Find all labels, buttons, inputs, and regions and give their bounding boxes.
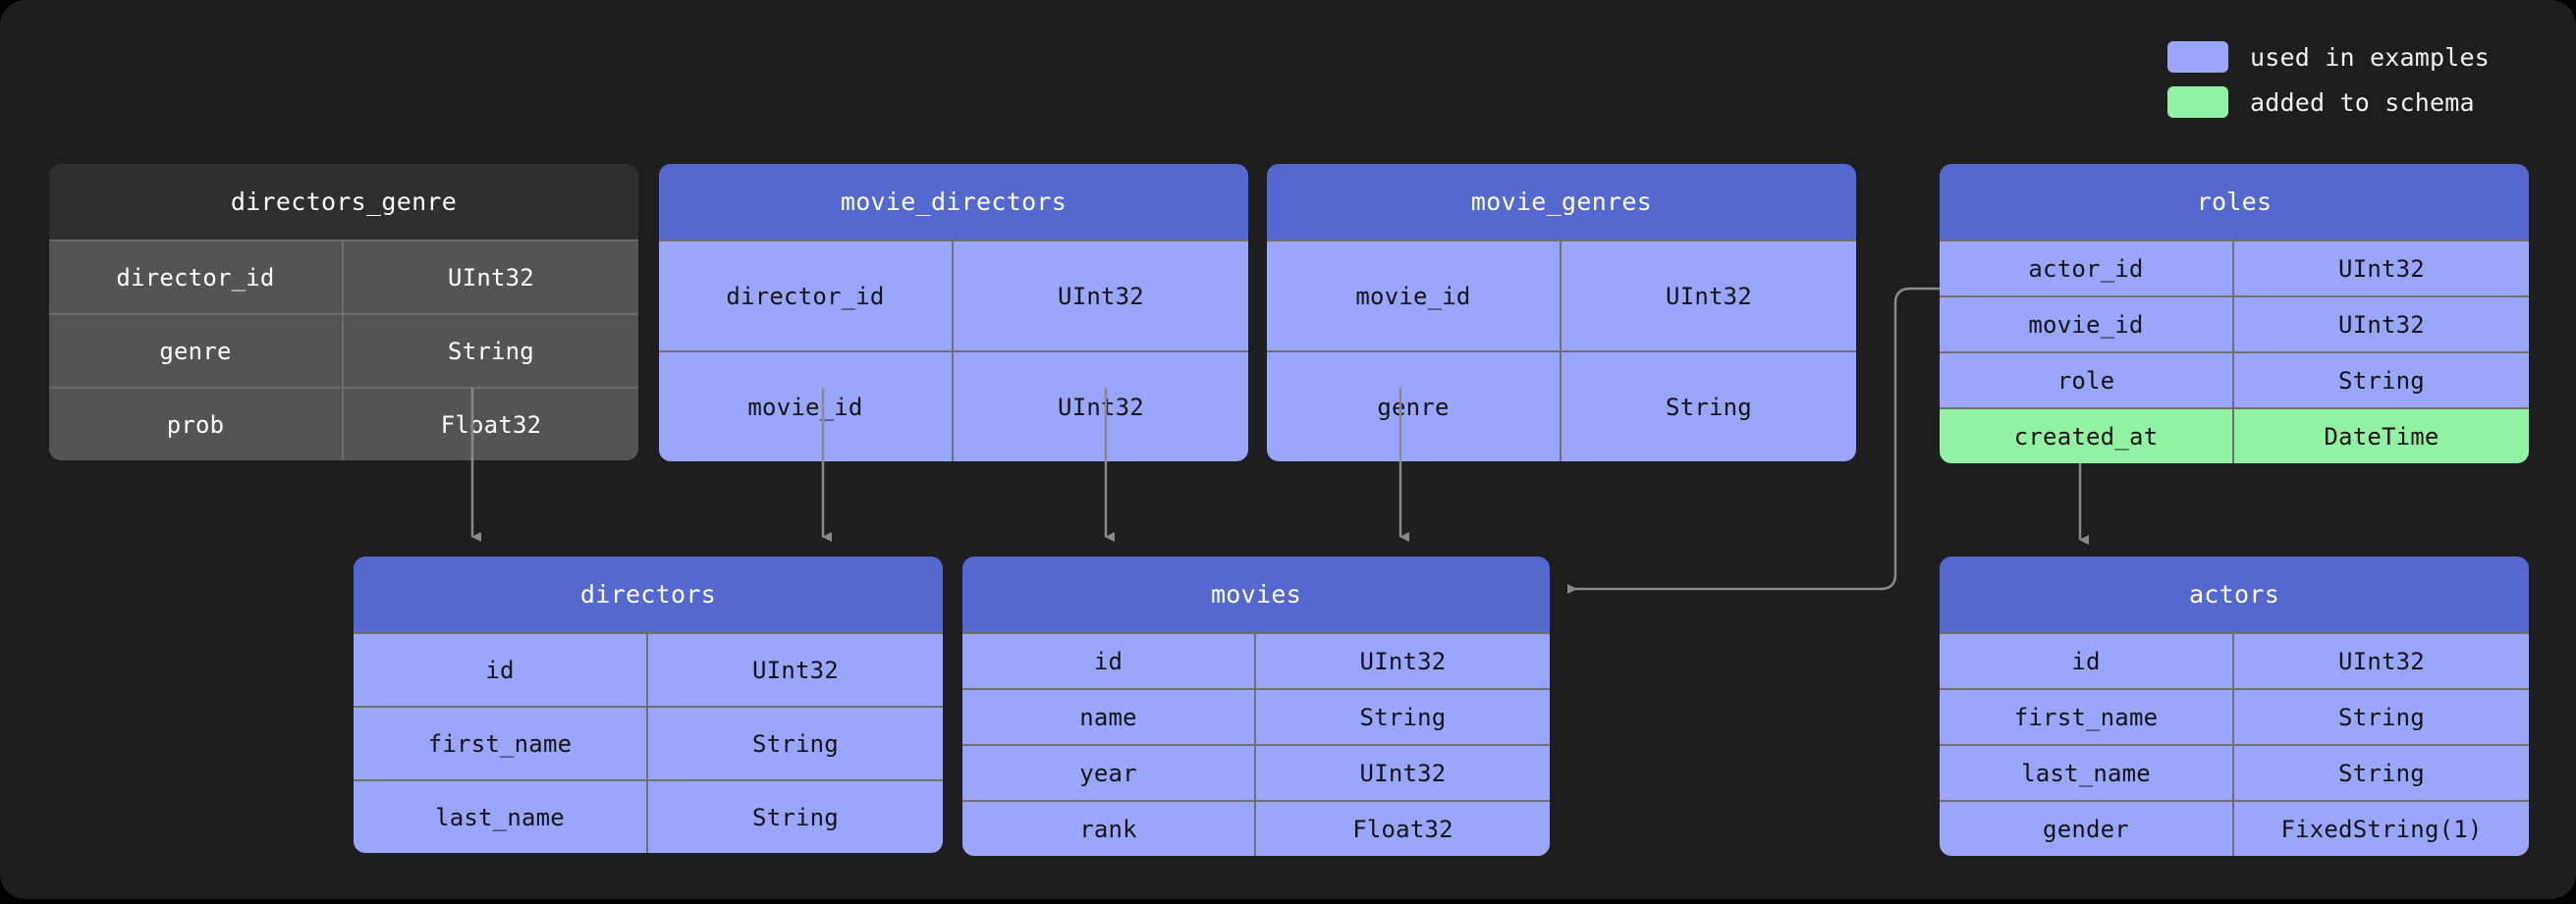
table-row[interactable]: actor_id UInt32 — [1940, 239, 2529, 295]
table-title-roles: roles — [1940, 164, 2529, 239]
table-row[interactable]: director_id UInt32 — [49, 239, 638, 313]
column-name: created_at — [1940, 409, 2234, 463]
table-row[interactable]: year UInt32 — [962, 744, 1550, 800]
column-type: DateTime — [2234, 409, 2529, 463]
column-name: id — [962, 634, 1256, 688]
table-movies[interactable]: movies id UInt32 name String year UInt32… — [962, 557, 1550, 856]
table-row[interactable]: name String — [962, 688, 1550, 744]
table-row[interactable]: id UInt32 — [962, 632, 1550, 688]
column-name: last_name — [1940, 746, 2234, 800]
legend-swatch-green-icon — [2166, 86, 2228, 118]
table-row[interactable]: gender FixedString(1) — [1940, 800, 2529, 856]
clipped-bottom-content — [0, 899, 2576, 904]
column-name: year — [962, 746, 1256, 800]
table-row[interactable]: last_name String — [354, 779, 943, 853]
table-row[interactable]: movie_id UInt32 — [1940, 295, 2529, 351]
column-type: Float32 — [1256, 802, 1550, 856]
legend-item-added-to-schema: added to schema — [2166, 86, 2475, 118]
table-row[interactable]: rank Float32 — [962, 800, 1550, 856]
table-row[interactable]: id UInt32 — [1940, 632, 2529, 688]
column-name: first_name — [1940, 690, 2234, 744]
column-name: first_name — [354, 708, 648, 779]
column-type: String — [2234, 746, 2529, 800]
column-type: Float32 — [344, 389, 638, 460]
table-row[interactable]: id UInt32 — [354, 632, 943, 706]
table-row[interactable]: director_id UInt32 — [659, 239, 1248, 350]
legend-label-added-to-schema: added to schema — [2249, 87, 2475, 117]
legend-swatch-blue-icon — [2166, 41, 2228, 73]
column-type: UInt32 — [2234, 297, 2529, 351]
column-type: UInt32 — [344, 241, 638, 313]
table-directors[interactable]: directors id UInt32 first_name String la… — [354, 557, 943, 853]
column-type: String — [2234, 353, 2529, 407]
table-title-movies: movies — [962, 557, 1550, 632]
column-name: gender — [1940, 802, 2234, 856]
column-name: movie_id — [659, 352, 954, 461]
column-type: FixedString(1) — [2234, 802, 2529, 856]
column-name: rank — [962, 802, 1256, 856]
table-row[interactable]: prob Float32 — [49, 387, 638, 460]
table-row[interactable]: movie_id UInt32 — [659, 350, 1248, 461]
column-type: String — [2234, 690, 2529, 744]
table-row-added[interactable]: created_at DateTime — [1940, 407, 2529, 463]
column-name: id — [354, 634, 648, 706]
column-type: UInt32 — [1256, 634, 1550, 688]
table-row[interactable]: role String — [1940, 351, 2529, 407]
column-type: UInt32 — [2234, 634, 2529, 688]
table-row[interactable]: movie_id UInt32 — [1267, 239, 1856, 350]
column-name: genre — [1267, 352, 1562, 461]
clipped-text-sliver — [383, 899, 394, 903]
table-row[interactable]: first_name String — [1940, 688, 2529, 744]
column-type: UInt32 — [954, 352, 1248, 461]
table-title-actors: actors — [1940, 557, 2529, 632]
column-type: String — [648, 708, 943, 779]
column-type: UInt32 — [648, 634, 943, 706]
table-row[interactable]: genre String — [1267, 350, 1856, 461]
table-title-movie-genres: movie_genres — [1267, 164, 1856, 239]
table-directors-genre[interactable]: directors_genre director_id UInt32 genre… — [49, 164, 638, 460]
table-title-directors-genre: directors_genre — [49, 164, 638, 239]
column-name: id — [1940, 634, 2234, 688]
legend-label-used-in-examples: used in examples — [2249, 42, 2490, 72]
column-name: director_id — [659, 241, 954, 350]
table-movie-directors[interactable]: movie_directors director_id UInt32 movie… — [659, 164, 1248, 461]
column-type: String — [648, 781, 943, 853]
column-type: String — [1562, 352, 1856, 461]
table-row[interactable]: first_name String — [354, 706, 943, 779]
table-row[interactable]: genre String — [49, 313, 638, 387]
legend-item-used-in-examples: used in examples — [2166, 41, 2490, 73]
column-name: last_name — [354, 781, 648, 853]
legend: used in examples added to schema — [2166, 41, 2490, 118]
column-name: name — [962, 690, 1256, 744]
column-name: genre — [49, 315, 344, 387]
column-type: UInt32 — [954, 241, 1248, 350]
table-movie-genres[interactable]: movie_genres movie_id UInt32 genre Strin… — [1267, 164, 1856, 461]
column-type: UInt32 — [2234, 241, 2529, 295]
column-type: UInt32 — [1562, 241, 1856, 350]
table-title-directors: directors — [354, 557, 943, 632]
column-name: actor_id — [1940, 241, 2234, 295]
table-title-movie-directors: movie_directors — [659, 164, 1248, 239]
table-actors[interactable]: actors id UInt32 first_name String last_… — [1940, 557, 2529, 856]
column-name: director_id — [49, 241, 344, 313]
table-roles[interactable]: roles actor_id UInt32 movie_id UInt32 ro… — [1940, 164, 2529, 463]
column-name: prob — [49, 389, 344, 460]
column-type: String — [1256, 690, 1550, 744]
column-name: role — [1940, 353, 2234, 407]
column-name: movie_id — [1267, 241, 1562, 350]
column-type: String — [344, 315, 638, 387]
column-name: movie_id — [1940, 297, 2234, 351]
column-type: UInt32 — [1256, 746, 1550, 800]
table-row[interactable]: last_name String — [1940, 744, 2529, 800]
